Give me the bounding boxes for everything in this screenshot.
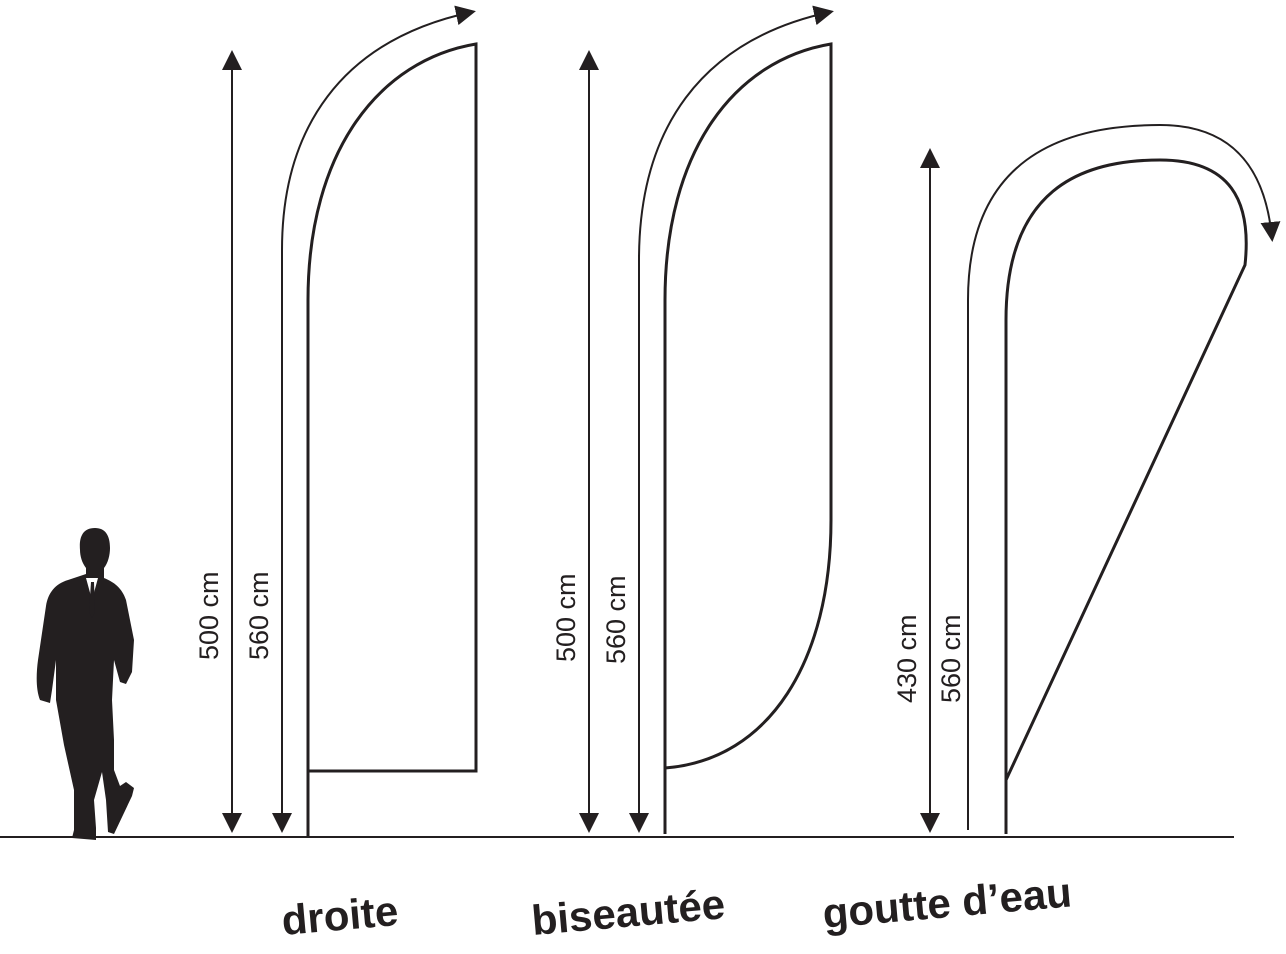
flag-biseautee: 500 cm 560 cm biseautée [530,5,834,944]
flag-outline [663,42,833,834]
person-shirt-detail [86,578,98,618]
flag-goutte-deau: 430 cm 560 cm goutte d’eau [821,123,1281,937]
flag-outline [306,42,478,836]
total-height-arrow [967,123,1281,830]
person-silhouette-icon [36,528,134,840]
flag-height-label: 430 cm [892,614,922,703]
total-height-label: 560 cm [244,571,274,660]
total-height-arrow [281,5,476,830]
flag-outline [1004,158,1248,834]
flag-droite: 500 cm 560 cm droite [194,5,478,944]
total-height-arrow [638,5,834,261]
flag-height-label: 500 cm [551,573,581,662]
flag-name-label: biseautée [530,880,727,944]
total-height-label: 560 cm [936,614,966,703]
flag-name-label: goutte d’eau [821,868,1074,937]
flag-height-label: 500 cm [194,571,224,660]
total-height-label: 560 cm [601,575,631,664]
flag-name-label: droite [280,887,400,944]
